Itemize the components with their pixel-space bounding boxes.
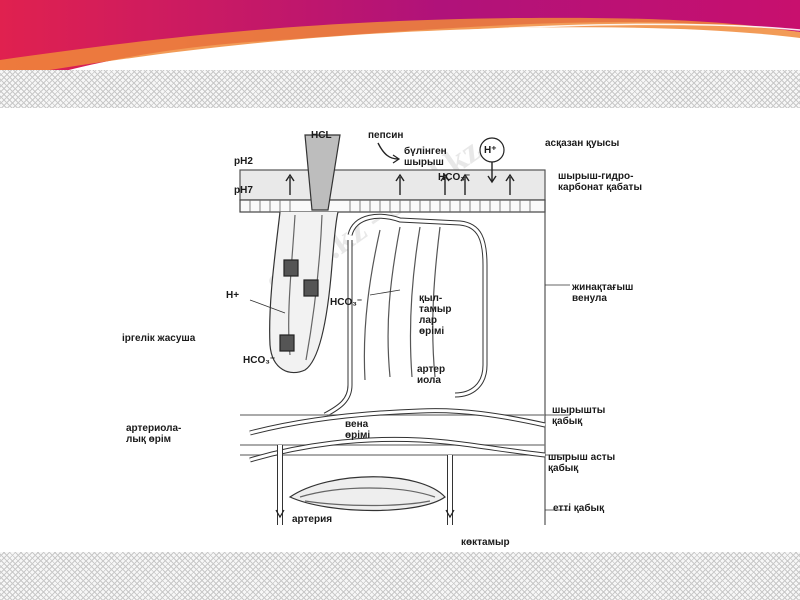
label-capillary-1: қыл- (419, 293, 443, 304)
label-arteriole-1: артер (417, 364, 446, 375)
label-capillary-4: өрімі (419, 326, 445, 337)
h-plus-circle (479, 137, 505, 163)
label-parietal-cell: іргелік жасуша (122, 333, 196, 344)
label-hco3-low: HCO₃⁻ (243, 355, 276, 366)
gastric-mucosa-diagram (239, 134, 570, 525)
mucus-layer (239, 169, 546, 201)
hcl-stream (304, 134, 341, 211)
label-h-plus-left: H+ (226, 290, 240, 301)
parietal-cell-1 (283, 259, 299, 277)
label-mucus-bicarb-2: карбонат қабаты (558, 182, 642, 193)
label-h-plus-top: H⁺ (484, 145, 497, 156)
label-collecting-venule-2: венула (572, 293, 607, 304)
label-digested-mucus-1: бүлінген (404, 146, 447, 157)
hatched-band-top (0, 70, 800, 108)
label-mucus-bicarb-1: шырыш-гидро- (558, 171, 634, 182)
arteriolar-plexus (249, 408, 546, 436)
label-mucosa-2: қабық (552, 416, 583, 427)
muscle-spindle (288, 476, 446, 512)
hatched-band-bottom (0, 552, 800, 600)
label-muscular: етті қабық (553, 503, 605, 514)
label-digested-mucus-2: шырыш (404, 157, 444, 168)
label-ph7: pH7 (234, 185, 253, 196)
label-capillary-3: лар (419, 315, 438, 326)
label-venous-plexus-1: вена (345, 419, 369, 430)
label-pepsin: пепсин (368, 130, 404, 141)
label-arteriolar-plexus-2: лық өрім (126, 434, 172, 445)
parietal-cell-2 (303, 279, 319, 297)
label-hco3-mid: HCO₃⁻ (330, 297, 363, 308)
label-arteriolar-plexus-1: артериола- (126, 423, 182, 434)
label-arteriole-2: иола (417, 375, 441, 386)
label-ph2: pH2 (234, 156, 253, 167)
epithelium-surface (239, 199, 546, 213)
header-banner (0, 0, 800, 90)
label-artery: артерия (292, 514, 333, 525)
label-vein: көктамыр (461, 537, 510, 548)
label-hcl: HCL (311, 130, 332, 141)
label-capillary-2: тамыр (419, 304, 452, 315)
parietal-cell-3 (279, 334, 295, 352)
label-mucosa-1: шырышты (552, 405, 606, 416)
label-submucosa-1: шырыш асты (548, 452, 616, 463)
label-submucosa-2: қабық (548, 463, 579, 474)
label-venous-plexus-2: өрімі (345, 430, 371, 441)
label-stomach-cavity: асқазан қуысы (545, 138, 620, 149)
label-hco3-top: HCO₃⁻ (438, 172, 471, 183)
label-collecting-venule-1: жинақтағыш (572, 282, 634, 293)
